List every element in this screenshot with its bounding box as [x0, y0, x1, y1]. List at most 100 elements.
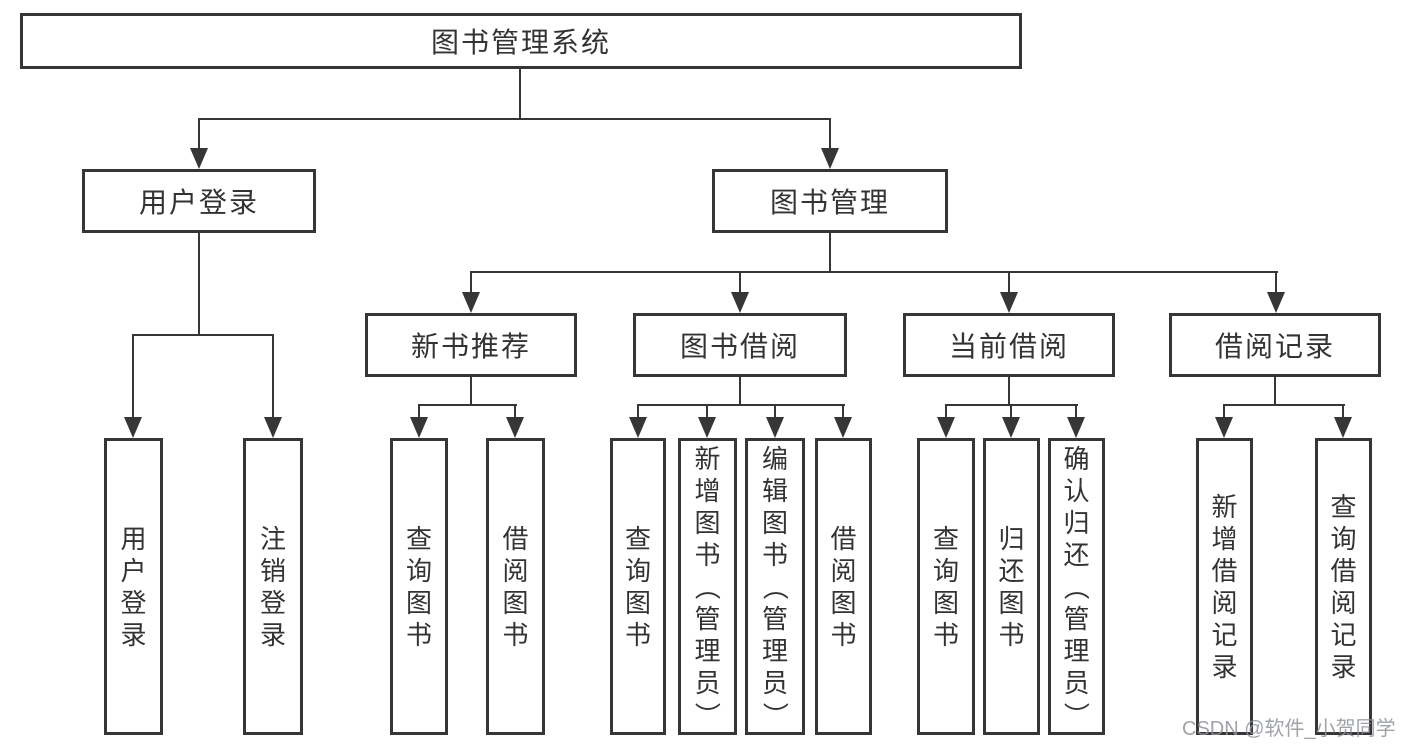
leaf-nb-query-books: 查询图书 — [390, 438, 448, 735]
arrow-down-icon — [1334, 417, 1352, 438]
vertical-label-char: （ — [692, 573, 723, 600]
vertical-label-char: 借 — [1211, 555, 1238, 586]
vertical-label-char: 用 — [120, 523, 147, 554]
arrow-down-icon — [1000, 292, 1018, 313]
vertical-label-char: 图 — [502, 587, 529, 618]
vertical-label-char: 归 — [998, 523, 1025, 554]
connector-stem — [514, 404, 516, 422]
arrow-down-icon — [766, 417, 784, 438]
leaf-cb-query-books: 查询图书 — [917, 438, 975, 735]
vertical-label-char: 记 — [1211, 619, 1238, 650]
leaf-bb-edit-books-admin: 编辑图书（管理员） — [745, 438, 805, 735]
connector-br-stem — [1274, 377, 1276, 405]
leaf-bb-query-books: 查询图书 — [610, 438, 666, 735]
node-root-label: 图书管理系统 — [430, 27, 611, 58]
connector-nb-stem — [470, 377, 472, 405]
node-root: 图书管理系统 — [20, 13, 1022, 69]
connector-stem — [470, 271, 472, 299]
vertical-label-char: 书 — [998, 619, 1025, 650]
connector-stem — [272, 334, 274, 424]
connector-stem — [739, 271, 741, 299]
leaf-cb-return-books-label: 归还图书 — [998, 523, 1024, 651]
node-current-borrow: 当前借阅 — [903, 313, 1115, 377]
vertical-label-char: 管 — [1063, 603, 1090, 634]
vertical-label-char: 借 — [502, 523, 529, 554]
connector-stem — [132, 334, 134, 424]
vertical-label-char: 书 — [502, 619, 529, 650]
vertical-label-char: 管 — [694, 603, 721, 634]
vertical-label-char: 还 — [998, 555, 1025, 586]
vertical-label-char: （ — [759, 573, 790, 600]
vertical-label-char: 理 — [1063, 635, 1090, 666]
connector-stem — [842, 404, 844, 422]
vertical-label-char: 销 — [259, 555, 286, 586]
vertical-label-char: 书 — [932, 619, 959, 650]
vertical-label-char: 图 — [830, 587, 857, 618]
connector-level3-rail — [470, 271, 1278, 273]
vertical-label-char: 书 — [694, 539, 721, 570]
vertical-label-char: 录 — [120, 619, 147, 650]
vertical-label-char: ） — [1061, 701, 1092, 728]
vertical-label-char: 新 — [694, 443, 721, 474]
connector-stem — [1342, 404, 1344, 422]
connector-level2-rail — [198, 118, 831, 120]
arrow-down-icon — [821, 148, 839, 169]
vertical-label-char: 阅 — [830, 555, 857, 586]
arrow-down-icon — [1002, 417, 1020, 438]
arrow-down-icon — [1267, 292, 1285, 313]
leaf-bb-edit-books-admin-label: 编辑图书（管理员） — [759, 443, 790, 731]
node-user-login: 用户登录 — [82, 169, 316, 233]
vertical-label-char: 书 — [624, 619, 651, 650]
vertical-label-char: 查 — [405, 523, 432, 554]
node-borrow-records-label: 借阅记录 — [1214, 331, 1335, 362]
vertical-label-char: 查 — [1330, 491, 1357, 522]
watermark: CSDN @软件_小贺同学 — [1182, 718, 1396, 740]
vertical-label-char: 阅 — [1330, 587, 1357, 618]
vertical-label-char: 询 — [405, 555, 432, 586]
connector-stem — [1223, 404, 1225, 422]
vertical-label-char: 查 — [624, 523, 651, 554]
connector-stem — [945, 404, 947, 422]
vertical-label-char: 询 — [1330, 523, 1357, 554]
connector-stem — [1010, 404, 1012, 422]
leaf-nb-borrow-books-label: 借阅图书 — [502, 523, 528, 651]
vertical-label-char: 阅 — [502, 555, 529, 586]
leaf-logout: 注销登录 — [243, 438, 303, 735]
vertical-label-char: 图 — [998, 587, 1025, 618]
arrow-down-icon — [1215, 417, 1233, 438]
vertical-label-char: 询 — [932, 555, 959, 586]
arrow-down-icon — [462, 292, 480, 313]
vertical-label-char: 认 — [1063, 475, 1090, 506]
vertical-label-char: 确 — [1063, 443, 1090, 474]
vertical-label-char: 图 — [624, 587, 651, 618]
leaf-cb-confirm-return-admin: 确认归还（管理员） — [1048, 438, 1105, 735]
connector-root-stem — [519, 69, 521, 119]
vertical-label-char: 登 — [120, 587, 147, 618]
node-book-borrow: 图书借阅 — [633, 313, 847, 377]
leaf-nb-borrow-books: 借阅图书 — [486, 438, 545, 735]
vertical-label-char: 查 — [932, 523, 959, 554]
vertical-label-char: ） — [759, 701, 790, 728]
arrow-down-icon — [506, 417, 524, 438]
connector-bb-stem — [739, 377, 741, 405]
connector-book-mgmt-stem — [829, 233, 831, 272]
vertical-label-char: 理 — [694, 635, 721, 666]
arrow-down-icon — [410, 417, 428, 438]
arrow-down-icon — [124, 417, 142, 438]
node-user-login-label: 用户登录 — [138, 187, 259, 218]
connector-stem — [774, 404, 776, 422]
connector-stem — [1008, 271, 1010, 299]
vertical-label-char: 书 — [830, 619, 857, 650]
vertical-label-char: 归 — [1063, 507, 1090, 538]
leaf-bb-query-books-label: 查询图书 — [625, 523, 651, 651]
vertical-label-char: 图 — [405, 587, 432, 618]
node-book-management: 图书管理 — [712, 169, 948, 233]
arrow-down-icon — [264, 417, 282, 438]
vertical-label-char: 录 — [1211, 651, 1238, 682]
vertical-label-char: 理 — [761, 635, 788, 666]
vertical-label-char: 新 — [1211, 491, 1238, 522]
vertical-label-char: 管 — [761, 603, 788, 634]
vertical-label-char: 询 — [624, 555, 651, 586]
connector-user-login-rail — [132, 334, 274, 336]
leaf-logout-label: 注销登录 — [260, 523, 286, 651]
